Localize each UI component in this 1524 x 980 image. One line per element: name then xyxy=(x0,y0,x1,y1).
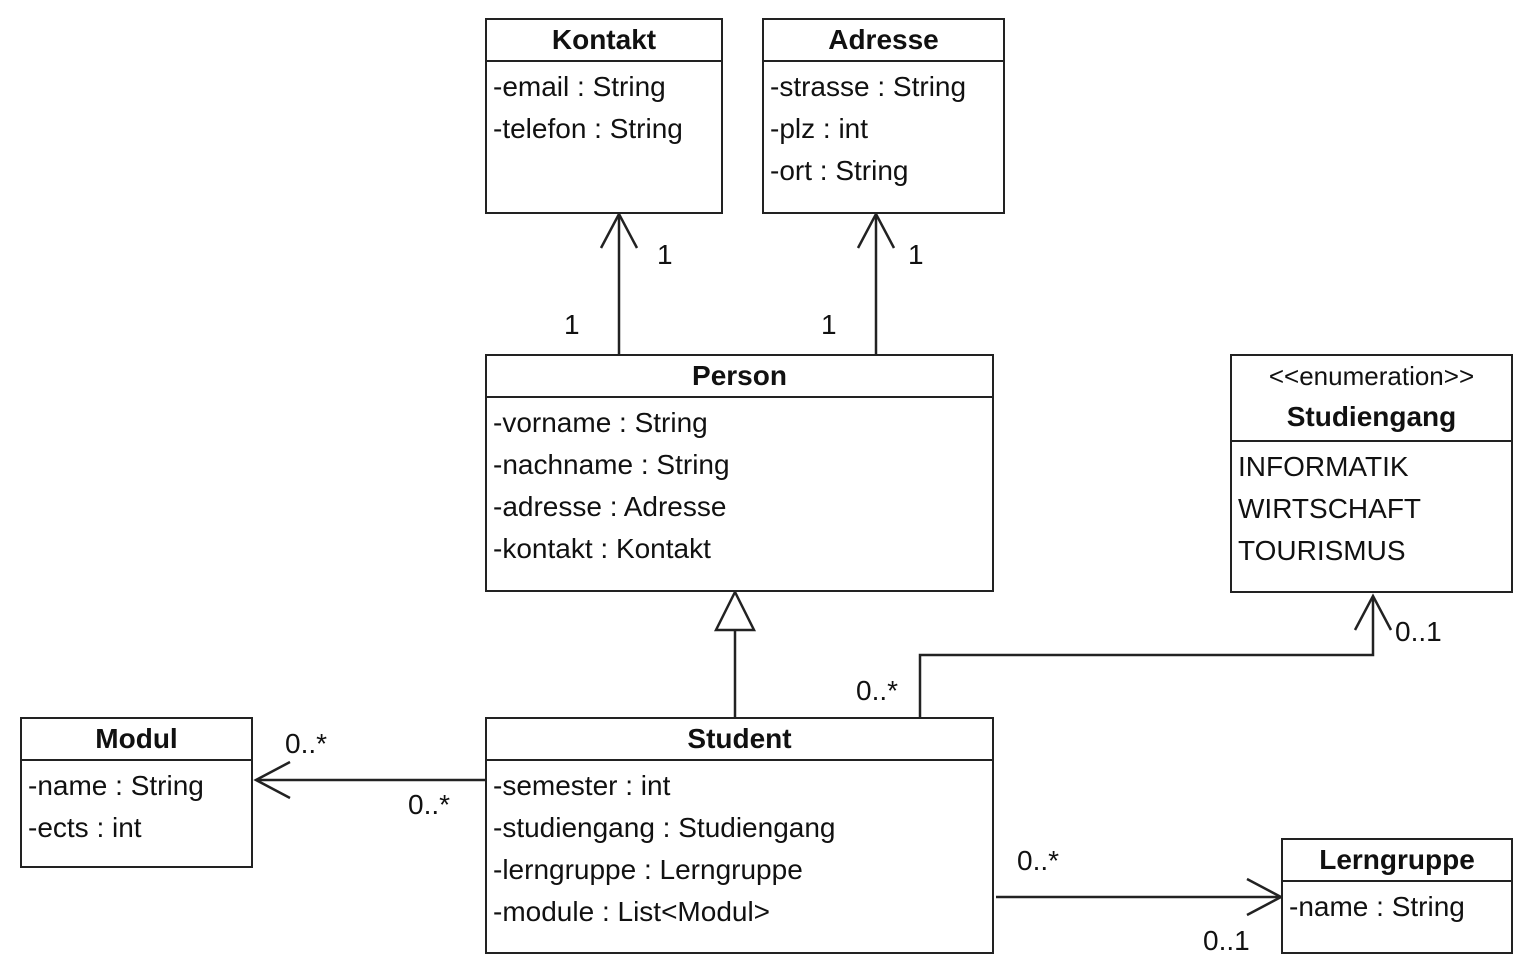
class-modul-attributes: -name : String -ects : int xyxy=(22,761,251,849)
multiplicity-person-kontakt-target: 1 xyxy=(657,239,673,270)
attribute: -ects : int xyxy=(28,812,142,843)
multiplicity-student-studiengang-source: 0..* xyxy=(856,675,899,706)
open-arrowhead-kontakt xyxy=(599,211,639,249)
attribute: -plz : int xyxy=(770,113,869,144)
attribute: -name : String xyxy=(1289,891,1465,922)
multiplicity-student-studiengang-target: 0..1 xyxy=(1395,616,1442,647)
attribute: -nachname : String xyxy=(493,449,730,480)
class-adresse-name: Adresse xyxy=(764,20,1003,62)
multiplicity-person-kontakt-source: 1 xyxy=(564,309,580,340)
class-modul: Modul -name : String -ects : int xyxy=(20,717,253,868)
multiplicity-student-modul-target: 0..* xyxy=(285,728,328,759)
open-arrowhead-studiengang xyxy=(1353,593,1393,631)
multiplicity-person-adresse-source: 1 xyxy=(821,309,837,340)
class-lerngruppe-attributes: -name : String xyxy=(1283,882,1511,928)
class-adresse-attributes: -strasse : String -plz : int -ort : Stri… xyxy=(764,62,1003,192)
enum-studiengang: <<enumeration>> Studiengang INFORMATIK W… xyxy=(1230,354,1513,593)
multiplicity-student-lerngruppe-target: 0..1 xyxy=(1203,925,1250,956)
enum-stereotype: <<enumeration>> xyxy=(1268,361,1475,391)
enum-studiengang-header: <<enumeration>> Studiengang xyxy=(1232,356,1511,442)
enum-literal: TOURISMUS xyxy=(1238,535,1406,566)
class-lerngruppe-name: Lerngruppe xyxy=(1283,840,1511,882)
class-person-name: Person xyxy=(487,356,992,398)
class-kontakt-name: Kontakt xyxy=(487,20,721,62)
attribute: -strasse : String xyxy=(770,71,967,102)
enum-literal: INFORMATIK xyxy=(1238,451,1409,482)
attribute: -ort : String xyxy=(770,155,909,186)
enum-studiengang-literals: INFORMATIK WIRTSCHAFT TOURISMUS xyxy=(1232,442,1511,572)
class-student: Student -semester : int -studiengang : S… xyxy=(485,717,994,954)
class-adresse: Adresse -strasse : String -plz : int -or… xyxy=(762,18,1005,214)
open-arrowhead-modul xyxy=(253,760,291,800)
hollow-triangle-person xyxy=(713,589,757,632)
enum-literal: WIRTSCHAFT xyxy=(1238,493,1422,524)
attribute: -module : List<Modul> xyxy=(493,896,771,927)
attribute: -semester : int xyxy=(493,770,671,801)
class-kontakt-attributes: -email : String -telefon : String xyxy=(487,62,721,150)
association-student-studiengang xyxy=(918,596,1375,718)
multiplicity-person-adresse-target: 1 xyxy=(908,239,924,270)
class-kontakt: Kontakt -email : String -telefon : Strin… xyxy=(485,18,723,214)
attribute: -telefon : String xyxy=(493,113,683,144)
attribute: -kontakt : Kontakt xyxy=(493,533,711,564)
attribute: -adresse : Adresse xyxy=(493,491,727,522)
attribute: -name : String xyxy=(28,770,204,801)
multiplicity-student-modul-source: 0..* xyxy=(408,789,451,820)
attribute: -lerngruppe : Lerngruppe xyxy=(493,854,803,885)
attribute: -vorname : String xyxy=(493,407,708,438)
class-student-attributes: -semester : int -studiengang : Studienga… xyxy=(487,761,992,933)
attribute: -email : String xyxy=(493,71,666,102)
multiplicity-student-lerngruppe-source: 0..* xyxy=(1017,845,1060,876)
class-person-attributes: -vorname : String -nachname : String -ad… xyxy=(487,398,992,570)
class-lerngruppe: Lerngruppe -name : String xyxy=(1281,838,1513,954)
class-student-name: Student xyxy=(487,719,992,761)
class-modul-name: Modul xyxy=(22,719,251,761)
class-person: Person -vorname : String -nachname : Str… xyxy=(485,354,994,592)
open-arrowhead-adresse xyxy=(856,211,896,249)
enum-studiengang-name: Studiengang xyxy=(1286,401,1457,432)
attribute: -studiengang : Studiengang xyxy=(493,812,836,843)
